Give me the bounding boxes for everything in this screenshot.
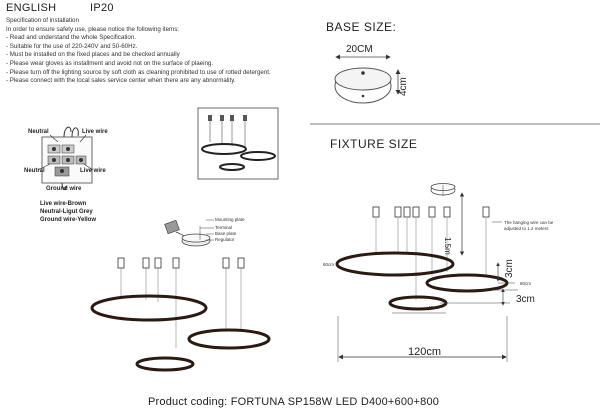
live-bottom-label: Live wire — [80, 168, 106, 174]
legend-line: Ground wire-Yellow — [40, 217, 97, 223]
ring-mid-label: 80cm — [520, 281, 532, 286]
ring-large-label: 60cm — [323, 262, 335, 267]
wiring-diagram — [37, 126, 94, 191]
base-drawing — [334, 54, 401, 104]
base-width-label: 20CM — [346, 44, 373, 55]
live-top-label: Live wire — [82, 129, 108, 135]
wire-color-legend: Live wire-Brown Neutral-Ligut Grey Groun… — [40, 200, 96, 224]
detail-inset — [197, 107, 279, 180]
right-fixture-drawing — [335, 183, 518, 362]
terminal-label: Terminal — [215, 225, 233, 230]
neutral-bottom-label: Neutral — [24, 168, 45, 174]
spec-line: In order to ensure safety use, please no… — [6, 25, 180, 33]
spec-line: - Read and understand the whole Specific… — [6, 34, 137, 42]
ip-rating: IP20 — [90, 2, 114, 14]
ground-wire-label: Ground wire — [46, 186, 82, 192]
wire-adjust-note: The hanging wire can be adjusted to 1.2 … — [504, 220, 554, 231]
legend-line: Live wire-Brown — [40, 201, 87, 207]
product-coding: Product coding: FORTUNA SP158W LED D400+… — [148, 396, 440, 408]
spec-line: - Please wear gloves as installment and … — [6, 59, 214, 67]
left-fixture-drawing — [90, 257, 271, 372]
spec-line: - Suitable for the use of 220-240V and 5… — [6, 42, 138, 50]
base-plate-label: Base plate — [215, 231, 237, 236]
gap-lower-label: 3cm — [516, 294, 535, 305]
base-size-title: BASE SIZE: — [326, 20, 397, 34]
spec-title: Specification of installation — [6, 17, 79, 24]
language-label: ENGLISH — [6, 2, 57, 14]
fixture-size-title: FIXTURE SIZE — [330, 137, 418, 151]
spec-line: - Please turn off the lighting source by… — [6, 68, 271, 76]
spec-line: - Please connect with the local sales se… — [6, 77, 236, 85]
base-height-label: 4cm — [398, 77, 409, 96]
wire-length-label: 1.5m — [443, 237, 452, 255]
mounting-plate-label: Mounting plate — [215, 217, 245, 222]
ring-small-label: 40cm — [428, 305, 440, 310]
regulator-label: Regulator — [215, 237, 235, 242]
neutral-top-label: Neutral — [28, 129, 49, 135]
gap-upper-label: 3cm — [504, 259, 515, 278]
total-width-label: 120cm — [408, 346, 442, 358]
specification-text: Specification of installation In order t… — [6, 17, 271, 86]
mount-detail — [164, 219, 214, 247]
legend-line: Neutral-Ligut Grey — [40, 209, 93, 215]
spec-line: - Must be installed on the fixed places … — [6, 51, 180, 59]
